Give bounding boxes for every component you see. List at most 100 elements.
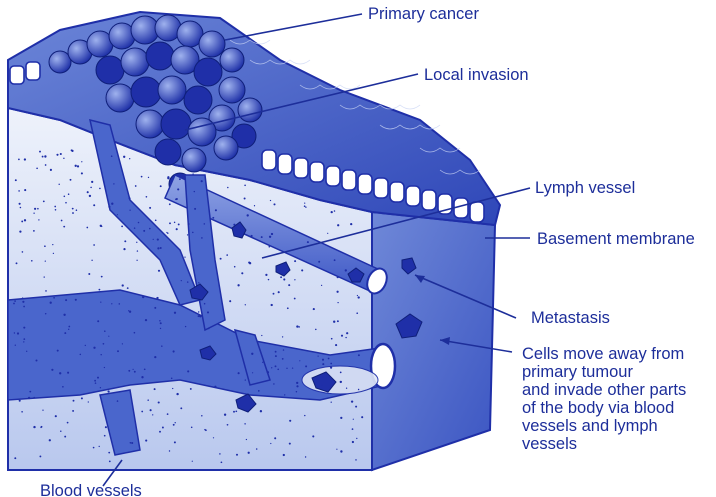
speckle-dot [224,414,226,416]
speckle-dot [103,343,105,345]
speckle-dot [53,253,54,254]
speckle-dot [235,410,237,412]
speckle-dot [100,387,101,388]
speckle-dot [355,459,357,461]
speckle-dot [167,413,169,415]
speckle-dot [49,439,51,441]
speckle-dot [127,287,129,289]
speckle-dot [157,239,159,241]
speckle-dot [282,358,284,360]
speckle-dot [331,338,333,340]
speckle-dot [282,336,283,337]
speckle-dot [117,214,118,215]
speckle-dot [129,158,130,159]
speckle-dot [15,179,17,181]
speckle-dot [201,415,203,417]
speckle-dot [192,173,193,174]
speckle-dot [22,301,24,303]
speckle-dot [352,428,354,430]
speckle-dot [124,240,126,242]
speckle-dot [146,196,148,198]
speckle-dot [57,350,59,352]
speckle-dot [174,222,175,223]
speckle-dot [60,153,62,155]
speckle-dot [23,327,25,329]
speckle-dot [138,222,140,224]
speckle-dot [23,338,25,340]
speckle-dot [275,351,277,353]
speckle-dot [97,320,99,322]
speckle-dot [214,386,216,388]
speckle-dot [86,227,88,229]
speckle-dot [315,329,317,331]
speckle-dot [123,156,125,158]
speckle-dot [94,380,96,382]
speckle-dot [213,437,214,438]
speckle-dot [350,223,352,225]
speckle-dot [129,311,131,313]
speckle-dot [44,155,46,157]
speckle-dot [15,345,16,346]
speckle-dot [335,344,337,346]
speckle-dot [305,365,307,367]
speckle-dot [111,303,112,304]
speckle-dot [174,312,176,314]
speckle-dot [194,208,196,210]
speckle-dot [42,156,44,158]
speckle-dot [76,209,78,211]
speckle-dot [212,217,214,219]
tissue-side-face [372,212,495,470]
speckle-dot [337,224,339,226]
speckle-dot [63,158,64,159]
speckle-dot [122,284,124,286]
speckle-dot [321,285,322,286]
speckle-dot [33,397,35,399]
speckle-dot [22,297,24,299]
speckle-dot [330,363,332,365]
speckle-dot [238,372,240,374]
speckle-dot [187,234,188,235]
speckle-dot [117,350,119,352]
speckle-dot [283,349,284,350]
speckle-dot [181,280,182,281]
speckle-dot [305,207,306,208]
speckle-dot [99,289,101,291]
speckle-dot [24,189,26,191]
speckle-dot [262,362,263,363]
speckle-dot [345,337,346,338]
speckle-dot [304,205,306,207]
speckle-dot [358,296,360,298]
speckle-dot [44,276,45,277]
speckle-dot [141,411,143,413]
speckle-dot [134,371,136,373]
speckle-dot [313,308,315,310]
speckle-dot [294,260,296,262]
speckle-dot [51,369,53,371]
speckle-dot [136,260,137,261]
speckle-dot [201,180,203,182]
speckle-dot [188,223,190,225]
speckle-dot [23,306,25,308]
speckle-dot [53,297,55,299]
speckle-dot [184,256,185,257]
speckle-dot [99,446,100,447]
speckle-dot [247,214,249,216]
speckle-dot [101,226,102,227]
speckle-dot [70,179,72,181]
speckle-dot [357,295,358,296]
speckle-dot [358,354,360,356]
speckle-dot [192,232,194,234]
speckle-dot [33,426,35,428]
speckle-dot [117,400,119,402]
speckle-dot [221,461,223,463]
speckle-dot [73,400,75,402]
speckle-dot [245,379,246,380]
speckle-dot [19,203,21,205]
speckle-dot [215,209,217,211]
speckle-dot [63,314,65,316]
label-cells-move-line-2: primary tumour [522,363,633,381]
speckle-dot [157,247,159,249]
speckle-dot [269,236,271,238]
speckle-dot [284,394,285,395]
speckle-dot [122,343,123,344]
